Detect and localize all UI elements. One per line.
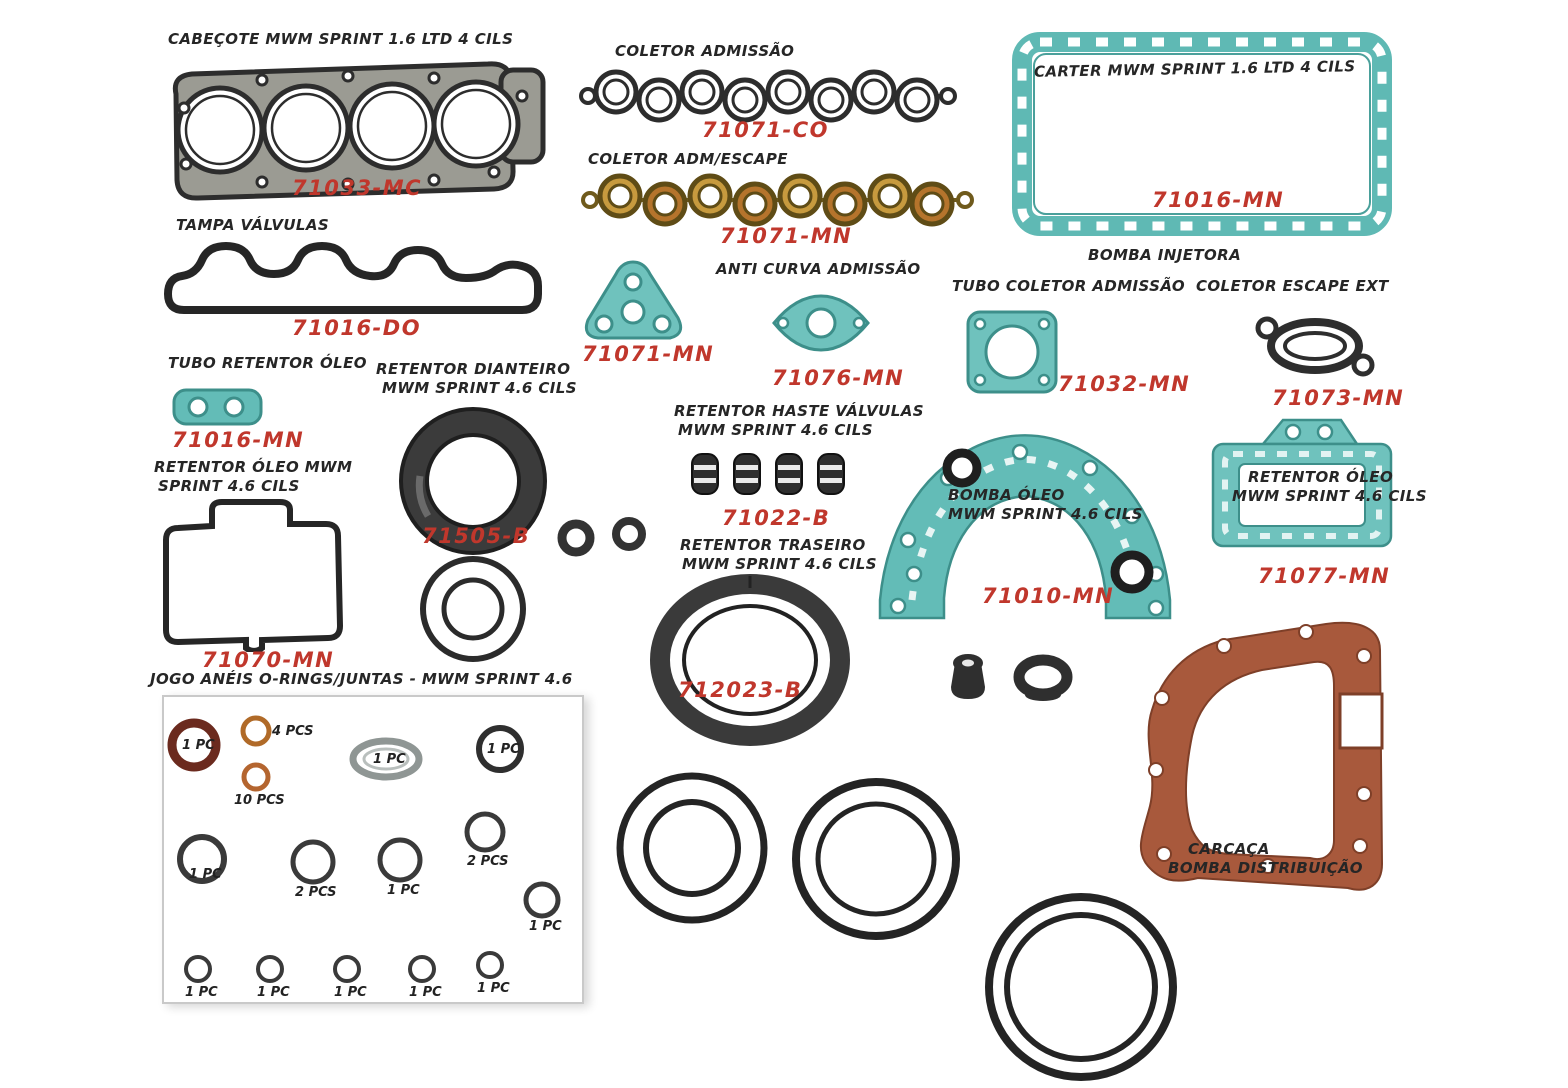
oil-tube-gasket-graphic (172, 388, 263, 426)
rear-seal-label-line2: MWM SPRINT 4.6 CILS (682, 555, 877, 573)
oil-retainer-right-graphic (1211, 418, 1393, 548)
rear-seal-graphic (650, 574, 850, 746)
valve-stem-seals-part-number: 71022-B (722, 506, 831, 530)
ring-qty: 2 PCS (295, 885, 337, 900)
intake-manifold-part-number: 71071-CO (702, 118, 830, 142)
intake-tube-part-number: 71032-MN (1058, 372, 1191, 396)
ring-qty: 4 PCS (272, 724, 314, 739)
double-ring-seal-graphic (420, 556, 526, 662)
ring-qty: 1 PC (487, 742, 520, 757)
oil-retainer-right-part-number: 71077-MN (1258, 564, 1391, 588)
ring-qty: 1 PC (185, 985, 218, 1000)
oil-pump-part-number: 71010-MN (982, 584, 1115, 608)
intake-tube-label: TUBO COLETOR ADMISSÃO (952, 277, 1186, 295)
ring-qty: 1 PC (477, 981, 510, 996)
intake-elbow-part-number: 71076-MN (772, 366, 905, 390)
oring-kit-title: JOGO ANÉIS O-RINGS/JUNTAS - MWM SPRINT 4… (150, 670, 573, 688)
oil-pump-gasket-graphic (878, 434, 1172, 620)
front-seal-part-number: 71505-B (422, 524, 531, 548)
oil-retainer-plate-part-number: 71070-MN (202, 648, 335, 672)
intake-exhaust-manifold-label: COLETOR ADM/ESCAPE (588, 150, 788, 168)
ring-qty: 1 PC (257, 985, 290, 1000)
oil-tube-part-number: 71016-MN (172, 428, 305, 452)
ring-qty: 1 PC (189, 867, 222, 882)
oil-retainer-plate-graphic (163, 499, 344, 652)
valve-stem-seals-graphic (691, 453, 845, 495)
injection-pump-label: BOMBA INJETORA (1088, 246, 1242, 264)
oil-pan-part-number: 71016-MN (1152, 188, 1285, 212)
front-seal-label-line2: MWM SPRINT 4.6 CILS (382, 379, 577, 397)
intake-elbow-label: ANTI CURVA ADMISSÃO (716, 260, 921, 278)
rear-seal-part-number: 712023-B (678, 678, 803, 702)
timing-cover-gasket-graphic (1139, 621, 1384, 891)
large-oring-a-graphic (616, 772, 768, 924)
oil-pan-gasket-graphic (1012, 32, 1392, 236)
ring-qty: 1 PC (373, 752, 406, 767)
injection-pump-gasket-part-number: 71071-MN (582, 342, 715, 366)
timing-cover-label-line2: BOMBA DISTRIBUIÇÃO (1168, 859, 1363, 877)
ring-qty: 1 PC (409, 985, 442, 1000)
valve-cover-gasket-graphic (163, 241, 542, 314)
ring-qty: 1 PC (182, 738, 215, 753)
front-seal-graphic (399, 407, 547, 555)
oil-retainer-right-label-line1: RETENTOR ÓLEO (1248, 468, 1394, 486)
head-gasket-part-number: 71033-MC (292, 176, 423, 200)
exhaust-flange-label: COLETOR ESCAPE EXT (1196, 277, 1389, 295)
intake-exhaust-manifold-part-number: 71071-MN (720, 224, 853, 248)
oil-retainer-plate-label-line2: SPRINT 4.6 CILS (158, 477, 300, 495)
valve-cover-label: TAMPA VÁLVULAS (176, 216, 330, 234)
oil-retainer-right-label-line2: MWM SPRINT 4.6 CILS (1232, 487, 1427, 505)
ring-qty: 1 PC (334, 985, 367, 1000)
oil-retainer-plate-label-line1: RETENTOR ÓLEO MWM (154, 458, 353, 476)
front-seal-label-line1: RETENTOR DIANTEIRO (376, 360, 571, 378)
grommets-graphic (951, 654, 1073, 701)
oil-pump-label-line1: BOMBA ÓLEO (948, 486, 1065, 504)
injection-pump-gasket-graphic (584, 260, 683, 340)
ring-qty: 1 PC (387, 883, 420, 898)
ring-qty: 1 PC (529, 919, 562, 934)
head-gasket-graphic (172, 61, 546, 201)
oil-pump-label-line2: MWM SPRINT 4.6 CILS (948, 505, 1143, 523)
ring-qty: 10 PCS (234, 793, 285, 808)
ring-qty: 2 PCS (467, 854, 509, 869)
head-gasket-label: CABEÇOTE MWM SPRINT 1.6 LTD 4 CILS (168, 30, 514, 48)
intake-manifold-label: COLETOR ADMISSÃO (615, 42, 795, 60)
timing-cover-label-line1: CARCAÇA (1188, 840, 1270, 858)
exhaust-flange-part-number: 71073-MN (1272, 386, 1405, 410)
oring-kit-rings-graphic (167, 715, 561, 983)
intake-manifold-gasket-graphic (579, 69, 957, 123)
oring-kit-box: 1 PC 4 PCS 10 PCS 1 PC 1 PC 1 PC 2 PCS 1… (162, 695, 584, 1004)
exhaust-flange-gasket-graphic (1255, 316, 1375, 377)
intake-exhaust-manifold-gasket-graphic (581, 173, 974, 227)
valve-stem-seals-label-line1: RETENTOR HASTE VÁLVULAS (674, 402, 924, 420)
intake-tube-gasket-graphic (966, 310, 1058, 394)
large-oring-b-graphic (792, 778, 960, 940)
large-oring-c-graphic (985, 893, 1177, 1081)
valve-cover-part-number: 71016-DO (292, 316, 422, 340)
intake-elbow-gasket-graphic (772, 294, 870, 352)
rear-seal-label-line1: RETENTOR TRASEIRO (680, 536, 866, 554)
oil-tube-label: TUBO RETENTOR ÓLEO (168, 354, 367, 372)
small-seals-graphic (557, 517, 646, 557)
valve-stem-seals-label-line2: MWM SPRINT 4.6 CILS (678, 421, 873, 439)
